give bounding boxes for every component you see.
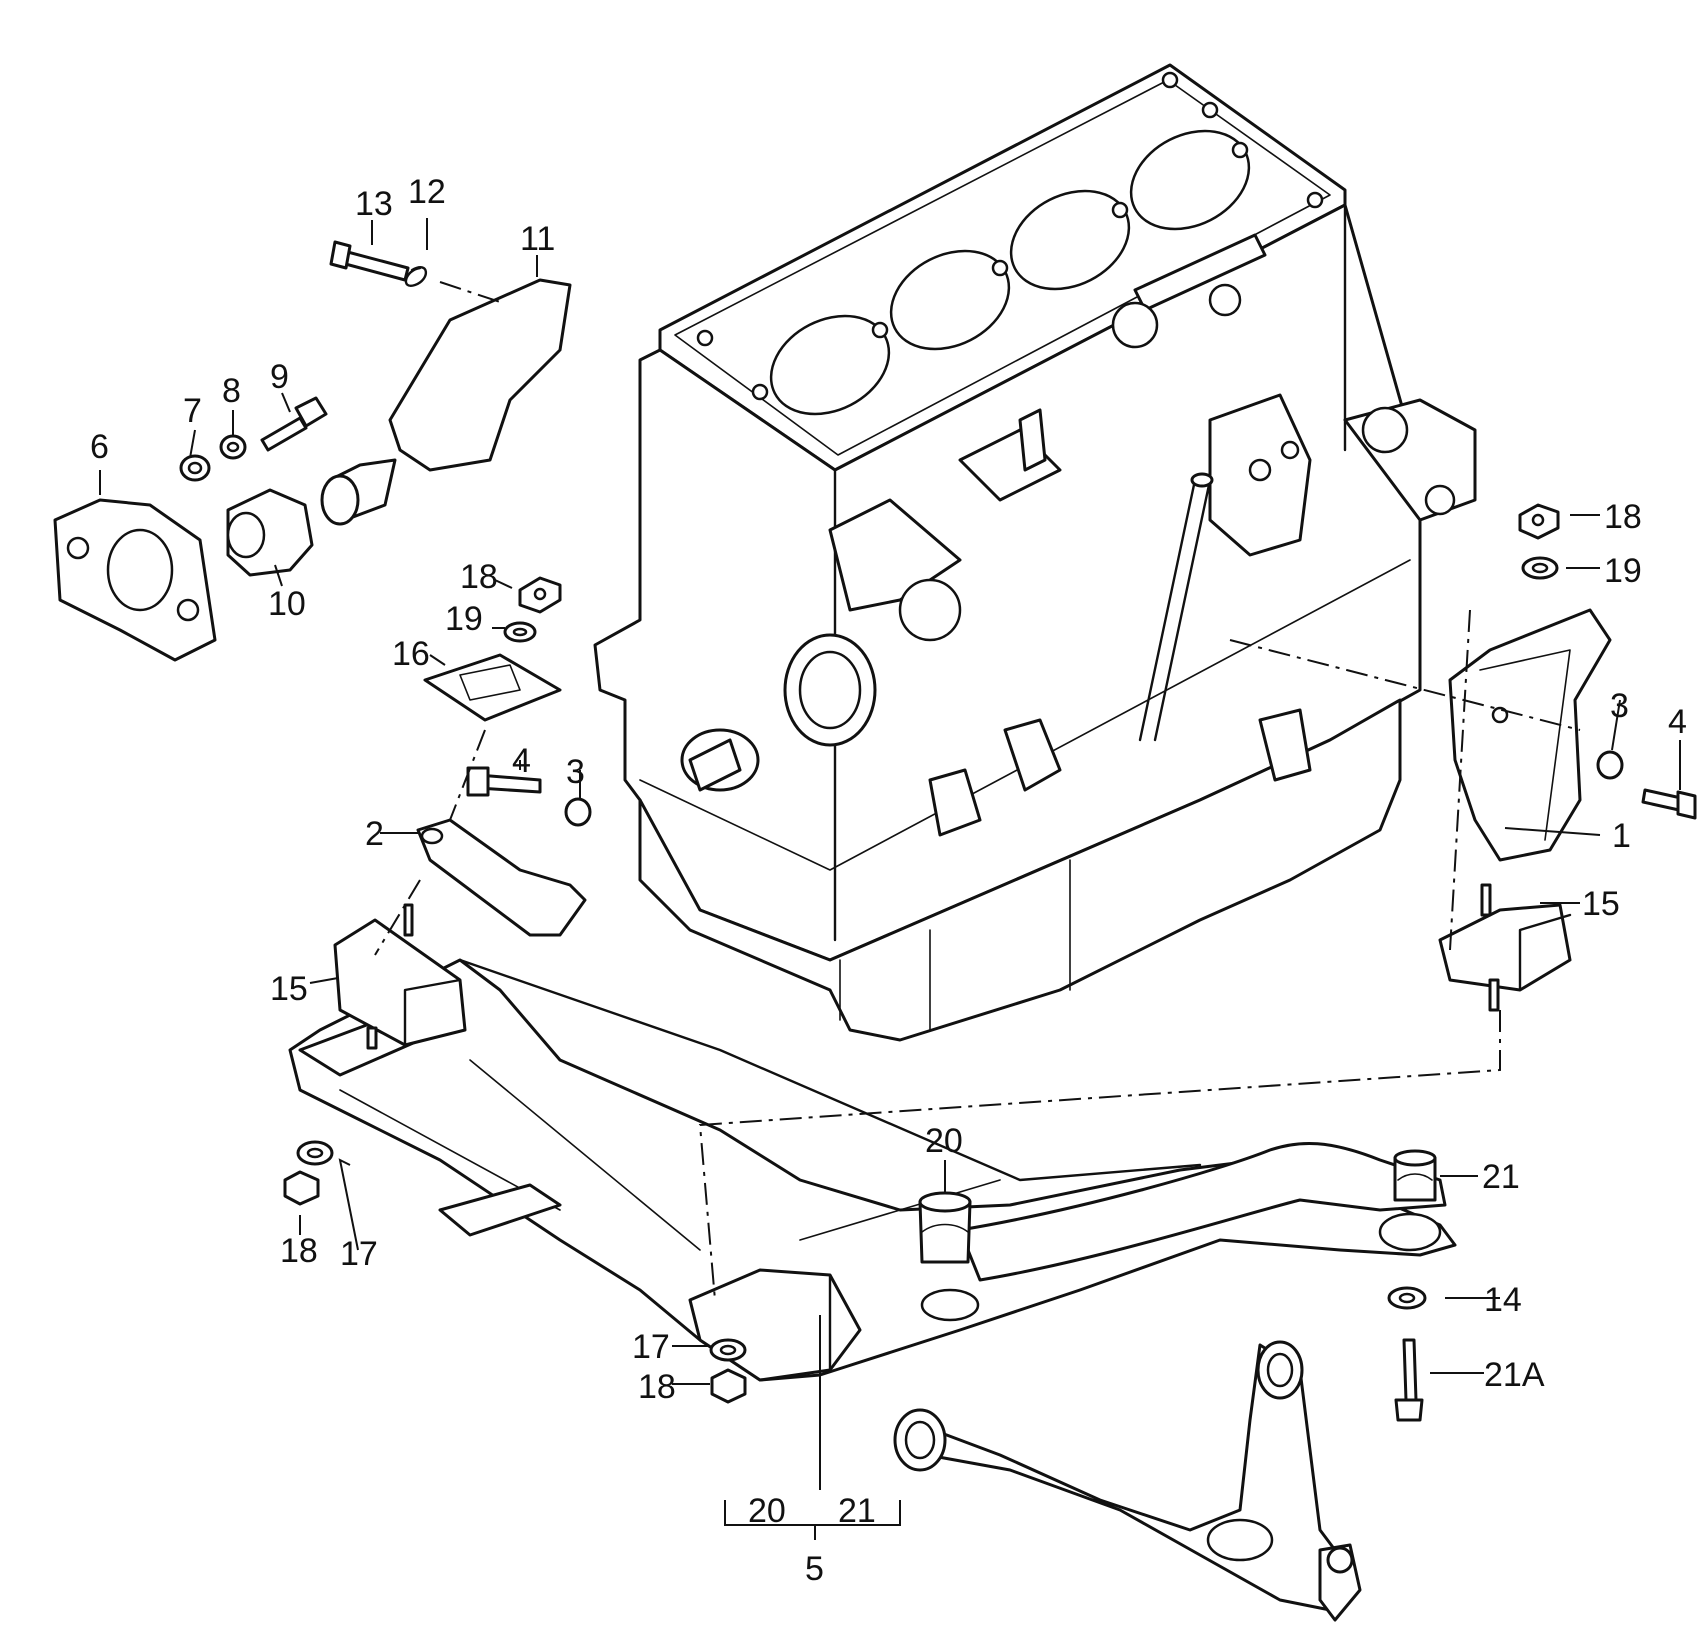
callout-19-right: 19 xyxy=(1604,552,1642,590)
bracket-2 xyxy=(416,818,587,937)
rubber-mount-15-left xyxy=(333,903,467,1050)
callout-17-bottom: 17 xyxy=(632,1328,670,1366)
callout-1: 1 xyxy=(1612,817,1631,855)
bolt-4-right xyxy=(1641,788,1697,820)
washer-3-right xyxy=(1596,750,1624,780)
bushing-20 xyxy=(918,1191,972,1264)
callout-21-right: 21 xyxy=(1482,1158,1520,1196)
control-arm xyxy=(893,1340,1362,1622)
nut-18-bottom xyxy=(710,1368,747,1404)
callout-6: 6 xyxy=(90,428,109,466)
callout-20-center: 20 xyxy=(925,1122,963,1160)
assembly-centerlines xyxy=(374,281,1581,1301)
callout-21-bracket: 21 xyxy=(838,1492,876,1530)
bolt-13 xyxy=(329,240,410,282)
washer-3-left xyxy=(564,797,592,827)
nut-18-left xyxy=(283,1170,320,1206)
callout-17-left: 17 xyxy=(340,1235,378,1273)
callout-3-left: 3 xyxy=(566,753,585,791)
washer-8 xyxy=(219,434,247,460)
callout-10: 10 xyxy=(268,585,306,623)
bolt-4-left xyxy=(466,766,542,797)
callout-19-left: 19 xyxy=(445,600,483,638)
callout-11: 11 xyxy=(520,220,555,258)
callout-18-left: 18 xyxy=(280,1232,318,1270)
callout-16: 16 xyxy=(392,635,430,673)
rubber-mount-10 xyxy=(226,488,314,577)
callout-15-right: 15 xyxy=(1582,885,1620,923)
callout-8: 8 xyxy=(222,372,241,410)
plate-16 xyxy=(423,653,562,722)
washer-19-right xyxy=(1521,556,1559,580)
callout-18-top-left: 18 xyxy=(460,558,498,596)
callout-3-right: 3 xyxy=(1610,687,1629,725)
washer-12 xyxy=(404,266,428,287)
callout-4-left: 4 xyxy=(512,742,531,780)
callout-18-bottom: 18 xyxy=(638,1368,676,1406)
nut-18-top-left xyxy=(518,576,562,614)
leader-lines xyxy=(99,218,1681,1540)
bracket-part-6 xyxy=(53,498,217,662)
callout-15-left: 15 xyxy=(270,970,308,1008)
washer-14 xyxy=(1387,1286,1427,1310)
washer-19-left xyxy=(503,621,537,643)
callout-7: 7 xyxy=(183,392,202,430)
callout-21A: 21A xyxy=(1484,1356,1545,1394)
callout-13: 13 xyxy=(355,185,393,223)
rubber-mount-15-right xyxy=(1438,883,1572,1012)
callout-14: 14 xyxy=(1484,1281,1522,1319)
callout-9: 9 xyxy=(270,358,289,396)
bushing-21 xyxy=(1393,1149,1437,1202)
callout-18-right: 18 xyxy=(1604,498,1642,536)
nut-18-right xyxy=(1518,503,1560,540)
washer-17-left xyxy=(296,1140,334,1166)
bolt-21A xyxy=(1394,1338,1424,1422)
washer-7 xyxy=(179,454,211,482)
callout-4-right: 4 xyxy=(1668,703,1687,741)
callout-12: 12 xyxy=(408,173,446,211)
callout-2: 2 xyxy=(365,815,384,853)
callout-5: 5 xyxy=(805,1550,824,1588)
bracket-1 xyxy=(1448,608,1612,862)
washer-17-bottom xyxy=(709,1338,747,1362)
callout-labels: 1 2 3 3 4 4 5 6 7 8 9 10 11 12 13 14 15 … xyxy=(90,173,1687,1588)
support-bracket-11 xyxy=(320,278,572,526)
callout-20-bracket: 20 xyxy=(748,1492,786,1530)
bolt-9 xyxy=(260,396,328,452)
engine-block xyxy=(593,63,1477,1042)
